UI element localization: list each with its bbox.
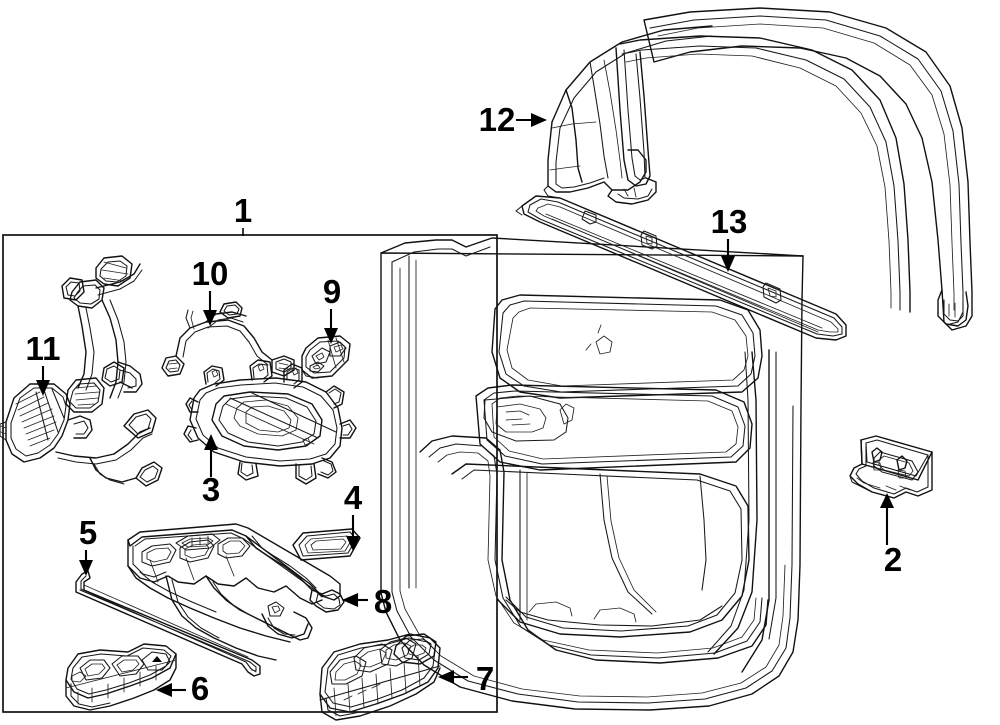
callout-6: 6	[156, 670, 209, 707]
callout-11: 11	[26, 330, 61, 396]
callout-label-3: 3	[202, 471, 220, 508]
callout-label-4: 4	[344, 479, 363, 516]
callout-label-10: 10	[192, 255, 229, 292]
callout-label-2: 2	[884, 541, 902, 578]
door-pull-handle-bezel	[849, 435, 933, 499]
callout-label-13: 13	[711, 203, 748, 240]
callout-label-12: 12	[479, 101, 516, 138]
callout-label-8: 8	[374, 583, 392, 620]
callout-label-5: 5	[79, 514, 97, 551]
callout-13: 13	[711, 203, 748, 272]
callout-2: 2	[880, 493, 902, 578]
master-window-switch	[319, 633, 441, 721]
callout-9: 9	[323, 273, 341, 344]
door-wire-harness-jumper	[161, 301, 295, 377]
callout-label-7: 7	[476, 660, 494, 697]
callout-label-9: 9	[323, 273, 341, 310]
callout-5: 5	[79, 514, 97, 576]
callout-10: 10	[192, 255, 229, 326]
callout-label-1: 1	[234, 192, 252, 229]
callout-12: 12	[479, 101, 547, 138]
door-harness-upper-loops	[61, 255, 143, 399]
callout-1: 1	[234, 192, 252, 236]
door-trim-panel	[380, 237, 804, 711]
callout-8: 8	[342, 583, 392, 620]
switch-housing-retainer	[127, 523, 345, 661]
a-pillar-upper-trim	[543, 7, 973, 331]
callout-label-11: 11	[26, 330, 61, 367]
mirror-control-switch	[301, 335, 351, 379]
assembly-boundary-box	[2, 234, 498, 713]
switch-bezel-plate	[292, 528, 361, 561]
callout-7: 7	[438, 660, 494, 697]
lock-control-rod	[75, 570, 261, 677]
callout-3: 3	[202, 434, 220, 508]
armrest-switch-carrier-bracket	[183, 359, 357, 485]
callout-label-6: 6	[191, 670, 209, 707]
outer-belt-weatherstrip	[515, 195, 847, 341]
callout-4: 4	[344, 479, 363, 551]
door-control-module	[0, 377, 163, 487]
passenger-window-switch	[65, 643, 177, 711]
